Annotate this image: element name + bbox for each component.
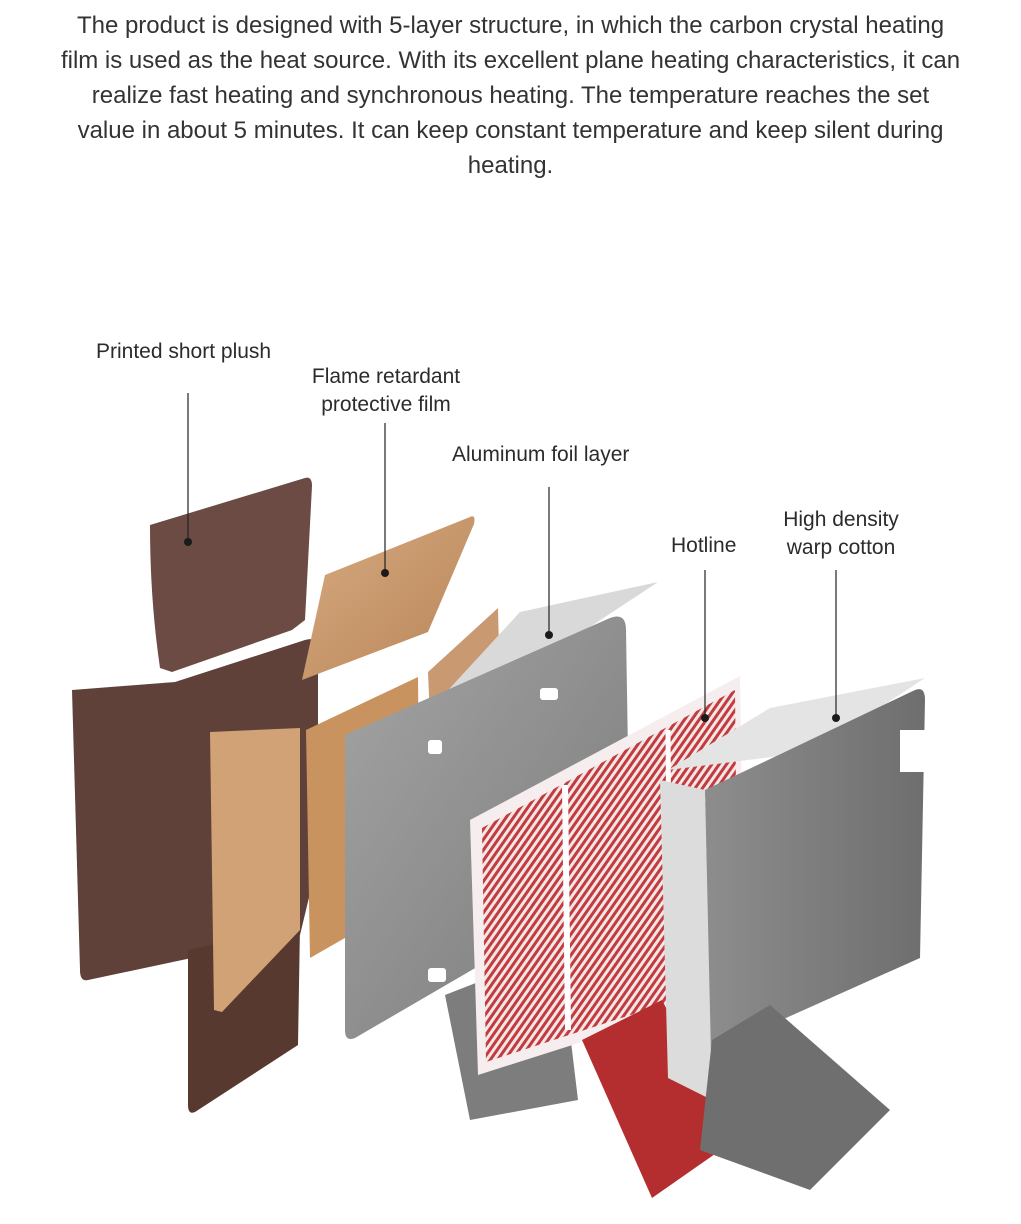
hotline-bottom-flap bbox=[582, 1000, 735, 1198]
film-left-panel bbox=[210, 728, 300, 1012]
leader-dot-film bbox=[381, 569, 389, 577]
leader-dot-foil bbox=[545, 631, 553, 639]
leader-dot-hotline bbox=[701, 714, 709, 722]
label-printed-short-plush: Printed short plush bbox=[96, 340, 272, 363]
leader-lines bbox=[184, 393, 840, 722]
label-warp-cotton: High density warp cotton bbox=[770, 506, 912, 562]
plush-top-flap bbox=[150, 477, 312, 672]
foil-slot bbox=[428, 968, 446, 982]
cotton-notch bbox=[900, 730, 926, 772]
label-flame-retardant-line2: protective film bbox=[321, 393, 451, 416]
cotton-side-fold bbox=[660, 780, 712, 1100]
label-aluminum-foil: Aluminum foil layer bbox=[452, 443, 630, 466]
intro-paragraph: The product is designed with 5-layer str… bbox=[60, 12, 961, 179]
cotton-top-flap bbox=[668, 678, 925, 770]
film-top-flap bbox=[302, 516, 475, 680]
label-flame-retardant: Flame retardant protective film bbox=[306, 363, 466, 419]
label-warp-cotton-line1: High density bbox=[783, 508, 899, 531]
label-flame-retardant-line1: Flame retardant bbox=[311, 365, 461, 388]
label-warp-cotton-line2: warp cotton bbox=[786, 536, 896, 559]
cotton-bottom-flap bbox=[700, 1005, 890, 1190]
leader-dot-plush bbox=[184, 538, 192, 546]
hotline-busbar bbox=[562, 784, 571, 1031]
cotton-main-panel bbox=[705, 689, 925, 1052]
leader-dot-cotton bbox=[832, 714, 840, 722]
foil-slot bbox=[540, 688, 558, 700]
label-hotline: Hotline bbox=[671, 534, 737, 557]
warp-cotton-layer bbox=[660, 678, 926, 1190]
foil-slot bbox=[428, 740, 442, 754]
